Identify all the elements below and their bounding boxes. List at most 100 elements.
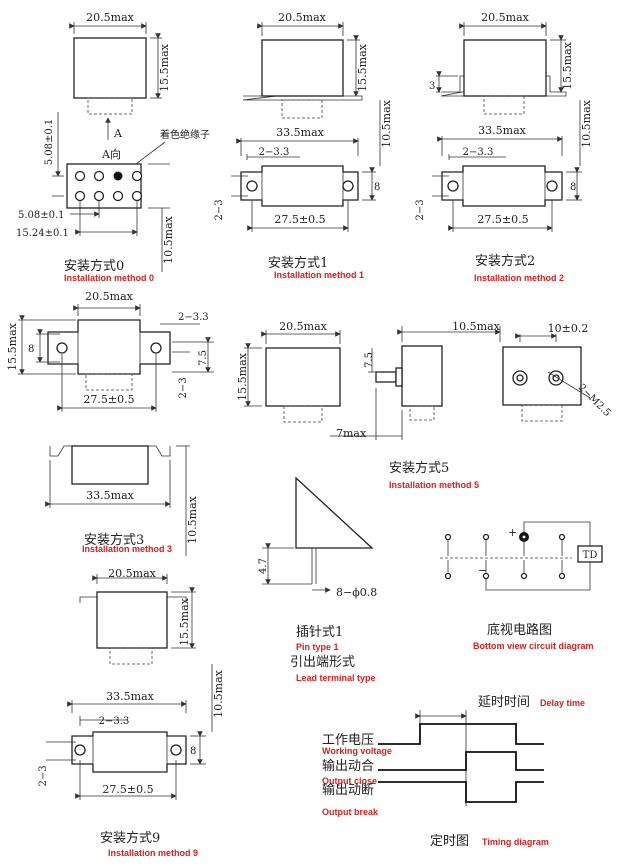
method-9-drawing: 20.5max 15.5max 33.5max 2−3.3 8 2−3 27.5… <box>38 567 225 800</box>
stud-nut <box>395 367 403 387</box>
height-label: 15.5max <box>158 43 171 91</box>
pin-type-title: 插针式1 <box>296 625 343 640</box>
height-label: 15.5max <box>236 352 249 400</box>
relay-side <box>71 445 149 485</box>
mounting-hole <box>246 180 258 192</box>
minus-label: − <box>478 564 487 577</box>
hole-spacing-label: 27.5±0.5 <box>477 213 528 226</box>
hole-spacing-label: 27.5±0.5 <box>83 393 134 406</box>
hole-label: 2−3.3 <box>463 147 494 158</box>
stud-offset-label: 7.5 <box>364 352 375 368</box>
method-1-drawing: 20.5max 15.5max 33.5max 2−3.3 8 2−3 27.5… <box>214 11 393 232</box>
slot-label: 2−3 <box>415 199 426 220</box>
width-label: 20.5max <box>279 320 327 333</box>
circuit-subtitle: Bottom view circuit diagram <box>473 641 594 651</box>
depth-label: 10.5max <box>580 99 593 147</box>
base-flange <box>240 165 359 207</box>
overall-width-label: 33.5max <box>478 124 526 137</box>
mounting-hole <box>74 744 86 756</box>
edge-label: 7.5 <box>198 350 209 366</box>
delay-label: 延时时间 <box>478 695 530 710</box>
stud-length-label: 7max <box>336 427 367 440</box>
timing-subtitle: Timing diagram <box>482 837 549 847</box>
method-2-drawing: 20.5max 15.5max 3 33.5max 2−3.3 8 2−3 27… <box>415 11 593 232</box>
voltage-waveform <box>378 723 544 745</box>
method-5-subtitle: Installation method 5 <box>389 480 479 490</box>
pin-length-label: 4.7 <box>258 558 269 574</box>
mounting-hole <box>546 180 558 192</box>
voltage-label: 工作电压 <box>322 733 374 748</box>
hole-spacing-label: 27.5±0.5 <box>102 783 153 796</box>
pitch-horizontal-label: 5.08±0.1 <box>18 210 65 221</box>
overall-width-label: 33.5max <box>276 126 324 139</box>
width-label: 20.5max <box>481 11 529 24</box>
width-label: 20.5max <box>86 11 134 24</box>
stud-spacing-label: 10±0.2 <box>548 322 589 335</box>
relay-front <box>265 347 341 407</box>
method-5-title: 安装方式5 <box>389 460 449 476</box>
mounting-stud <box>375 371 397 383</box>
flange-width-label: 8 <box>28 344 34 355</box>
method-9-subtitle: Installation method 9 <box>108 848 198 858</box>
break-label: 输出动断 <box>322 782 374 798</box>
pitch-vertical-label: 5.08±0.1 <box>44 119 55 166</box>
method-1-title: 安装方式1 <box>268 255 328 271</box>
depth-label: 10.5max <box>212 669 225 717</box>
method-3-drawing: 20.5max 15.5max 8 2−3.3 7.5 2−3 27.5±0.5… <box>6 290 214 556</box>
insulator-label: 着色绝缘子 <box>160 128 210 141</box>
method-5-drawing: 20.5max 15.5max 10.5max 7.5 7max 10±0.2 … <box>236 320 613 440</box>
mounting-hole <box>56 342 68 354</box>
depth-label: 10.5max <box>162 215 175 263</box>
pin-zone <box>521 404 563 422</box>
overall-width-label: 33.5max <box>86 489 134 502</box>
method-3-subtitle: Installation method 3 <box>82 544 172 554</box>
pin-zone <box>85 373 133 391</box>
depth-label: 10.5max <box>380 99 393 147</box>
voltage-subtitle: Working voltage <box>322 746 392 756</box>
pin-type-drawing: 4.7 8−ϕ0.8 <box>258 476 377 599</box>
flange-height-label: 3 <box>429 81 435 92</box>
method-9-title: 安装方式9 <box>100 830 160 846</box>
hole-label: 2−3.3 <box>259 147 290 158</box>
base-flange <box>71 731 187 773</box>
threaded-stud <box>552 374 560 382</box>
pin-zone <box>409 405 435 421</box>
height-label: 15.5max <box>6 322 19 370</box>
flange-width-label: 8 <box>570 182 576 193</box>
flange-width-label: 8 <box>190 746 196 757</box>
circuit-title: 底视电路图 <box>487 622 552 638</box>
pin-zone <box>87 97 133 115</box>
method-2-subtitle: Installation method 2 <box>474 273 564 283</box>
method-1-subtitle: Installation method 1 <box>274 270 364 280</box>
plus-label: + <box>508 526 517 539</box>
relay-body <box>73 37 147 99</box>
pin-type-subtitle: Pin type 1 <box>296 642 339 652</box>
relay-side <box>401 345 443 407</box>
height-label: 15.5max <box>356 43 369 91</box>
pin-span-label: 15.24±0.1 <box>16 228 69 239</box>
circuit-diagram: + − TD <box>440 521 603 591</box>
view-a-label: A <box>113 127 123 140</box>
depth-label: 10.5max <box>186 495 199 543</box>
width-label: 20.5max <box>85 290 133 303</box>
threaded-stud <box>516 374 524 382</box>
height-label: 15.5max <box>178 597 191 645</box>
height-label: 15.5max <box>561 41 574 89</box>
mounting-flange <box>79 596 187 603</box>
pin-diameter-label: 8−ϕ0.8 <box>336 586 377 599</box>
width-label: 20.5max <box>278 11 326 24</box>
slot-label: 2−3 <box>214 199 225 220</box>
base-plate <box>66 163 142 209</box>
timing-title: 定时图 <box>430 834 469 849</box>
mounting-hole <box>170 744 182 756</box>
td-label: TD <box>583 550 598 561</box>
relay-body <box>261 39 344 97</box>
pin-zone <box>281 99 323 119</box>
hole-label: 2−3.3 <box>178 312 209 323</box>
pin-zone <box>283 405 323 423</box>
mounting-hole <box>447 180 459 192</box>
method-0-drawing: 20.5max 15.5max A A向 着色绝缘子 5.08±0.1 5.08… <box>16 11 210 272</box>
delay-subtitle: Delay time <box>540 698 585 708</box>
pin-zone <box>109 647 153 665</box>
